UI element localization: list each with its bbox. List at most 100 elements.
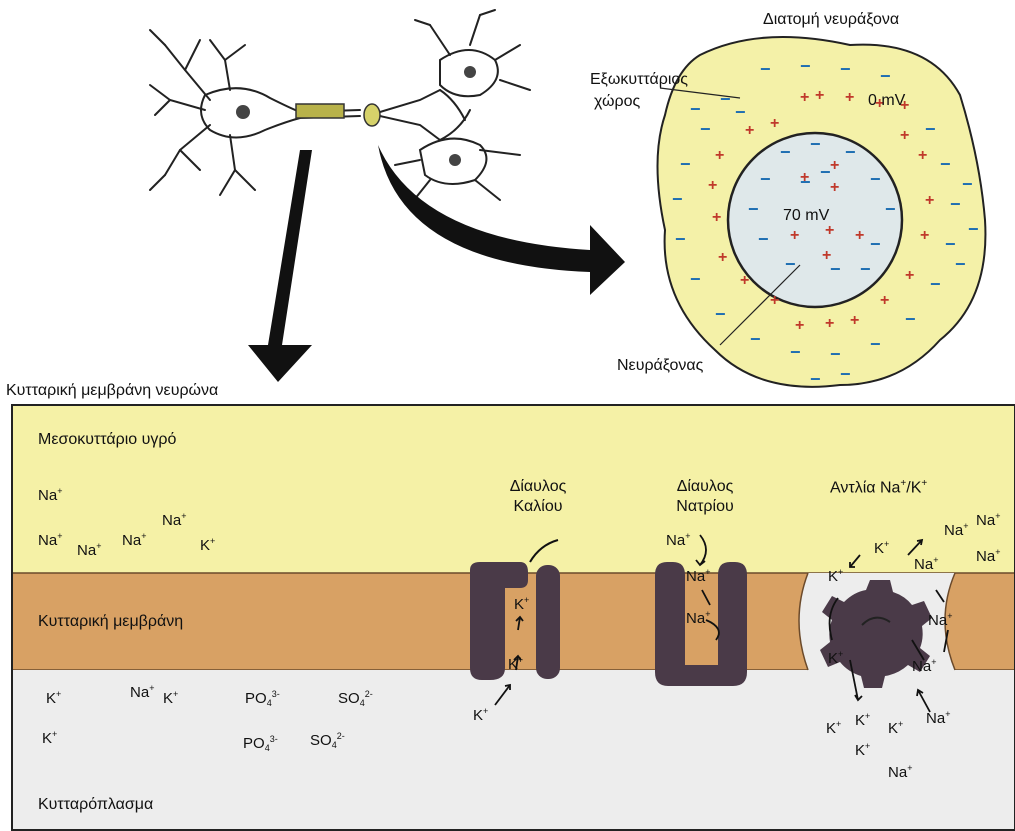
plus-charge-symbol: + <box>825 222 834 239</box>
minus-charge-symbol: − <box>785 254 796 274</box>
extracellular-label-line2: χώρος <box>594 94 640 110</box>
minus-charge-symbol: − <box>845 142 856 162</box>
minus-charge-symbol: − <box>760 169 771 189</box>
minus-charge-symbol: − <box>925 119 936 139</box>
plus-charge-symbol: + <box>800 169 809 186</box>
minus-charge-symbol: − <box>955 254 966 274</box>
arrow-to-cross-section <box>378 145 625 295</box>
plus-charge-symbol: + <box>822 247 831 264</box>
minus-charge-symbol: − <box>750 329 761 349</box>
minus-charge-symbol: − <box>810 369 821 389</box>
potassium-channel-right <box>536 565 560 679</box>
minus-charge-symbol: − <box>680 154 691 174</box>
minus-charge-symbol: − <box>700 119 711 139</box>
minus-charge-symbol: − <box>962 174 973 194</box>
na-ion-label: Na+ <box>666 532 690 548</box>
plus-charge-symbol: + <box>900 127 909 144</box>
k-ion-label: K+ <box>826 720 841 736</box>
pump-label: Αντλία Na+/K+ <box>830 479 927 496</box>
na-ion-label: Na+ <box>686 568 710 584</box>
minus-charge-symbol: − <box>950 194 961 214</box>
plus-charge-symbol: + <box>850 312 859 329</box>
k-ion-label: K+ <box>855 712 870 728</box>
plus-charge-symbol: + <box>745 122 754 139</box>
plus-charge-symbol: + <box>708 177 717 194</box>
na-ion-label: Na+ <box>976 548 1000 564</box>
minus-charge-symbol: − <box>810 134 821 154</box>
minus-charge-symbol: − <box>780 142 791 162</box>
k-ion-label: K+ <box>508 656 523 672</box>
k-ion-label: K+ <box>874 540 889 556</box>
minus-charge-symbol: − <box>820 162 831 182</box>
plus-charge-symbol: + <box>920 227 929 244</box>
k-ion-label: K+ <box>514 596 529 612</box>
na-ion-label: Na+ <box>926 710 950 726</box>
plus-charge-symbol: + <box>800 89 809 106</box>
na-ion-label: Na+ <box>928 612 952 628</box>
na-ion-label: Na+ <box>122 532 146 548</box>
k-ion-label: K+ <box>200 537 215 553</box>
minus-charge-symbol: − <box>675 229 686 249</box>
minus-charge-symbol: − <box>945 234 956 254</box>
potassium-channel-label-line1: Δίαυλος <box>498 479 578 495</box>
plus-charge-symbol: + <box>825 315 834 332</box>
minus-charge-symbol: − <box>735 102 746 122</box>
na-ion-label: Na+ <box>914 556 938 572</box>
plus-charge-symbol: + <box>795 317 804 334</box>
cross-section-title: Διατομή νευράξονα <box>763 12 899 28</box>
plus-charge-symbol: + <box>925 192 934 209</box>
minus-charge-symbol: − <box>930 274 941 294</box>
minus-charge-symbol: − <box>870 169 881 189</box>
membrane-title: Κυτταρική μεμβράνη νευρώνα <box>6 383 218 399</box>
k-ion-label: K+ <box>855 742 870 758</box>
so4-ion-label: SO42- <box>338 690 373 708</box>
na-ion-label: Na+ <box>944 522 968 538</box>
minus-charge-symbol: − <box>840 59 851 79</box>
na-ion-label: Na+ <box>888 764 912 780</box>
plus-charge-symbol: + <box>855 227 864 244</box>
sodium-channel-label-line1: Δίαυλος <box>665 479 745 495</box>
po4-ion-label: PO43- <box>243 735 278 753</box>
plus-charge-symbol: + <box>905 267 914 284</box>
interstitial-label: Μεσοκυττάριο υγρό <box>38 432 176 448</box>
na-ion-label: Na+ <box>77 542 101 558</box>
plus-charge-symbol: + <box>770 115 779 132</box>
minus-charge-symbol: − <box>690 99 701 119</box>
minus-charge-symbol: − <box>720 89 731 109</box>
minus-charge-symbol: − <box>830 259 841 279</box>
na-ion-label: Na+ <box>38 487 62 503</box>
minus-charge-symbol: − <box>760 59 771 79</box>
plus-charge-symbol: + <box>715 147 724 164</box>
minus-charge-symbol: − <box>885 199 896 219</box>
potassium-channel-label-line2: Καλίου <box>498 499 578 515</box>
k-ion-label: K+ <box>163 690 178 706</box>
arrow-to-membrane <box>248 150 312 382</box>
inner-potential: 70 mV <box>783 208 829 224</box>
minus-charge-symbol: − <box>690 269 701 289</box>
na-ion-label: Na+ <box>976 512 1000 528</box>
plus-charge-symbol: + <box>880 292 889 309</box>
plus-charge-symbol: + <box>830 157 839 174</box>
minus-charge-symbol: − <box>905 309 916 329</box>
na-ion-label: Na+ <box>686 610 710 626</box>
plus-charge-symbol: + <box>918 147 927 164</box>
na-ion-label: Na+ <box>38 532 62 548</box>
so4-ion-label: SO42- <box>310 732 345 750</box>
extracellular-label-line1: Εξωκυττάριος <box>590 72 688 88</box>
minus-charge-symbol: − <box>748 199 759 219</box>
minus-charge-symbol: − <box>860 259 871 279</box>
k-ion-label: K+ <box>473 707 488 723</box>
na-ion-label: Na+ <box>130 684 154 700</box>
sodium-channel-label-line2: Νατρίου <box>665 499 745 515</box>
k-ion-label: K+ <box>42 730 57 746</box>
axon-label: Νευράξονας <box>617 358 703 374</box>
na-ion-label: Na+ <box>912 658 936 674</box>
plus-charge-symbol: + <box>790 227 799 244</box>
minus-charge-symbol: − <box>968 219 979 239</box>
membrane-label: Κυτταρική μεμβράνη <box>38 614 183 630</box>
k-ion-label: K+ <box>888 720 903 736</box>
axon-cut-ring <box>364 104 380 126</box>
k-ion-label: K+ <box>828 650 843 666</box>
plus-charge-symbol: + <box>740 272 749 289</box>
